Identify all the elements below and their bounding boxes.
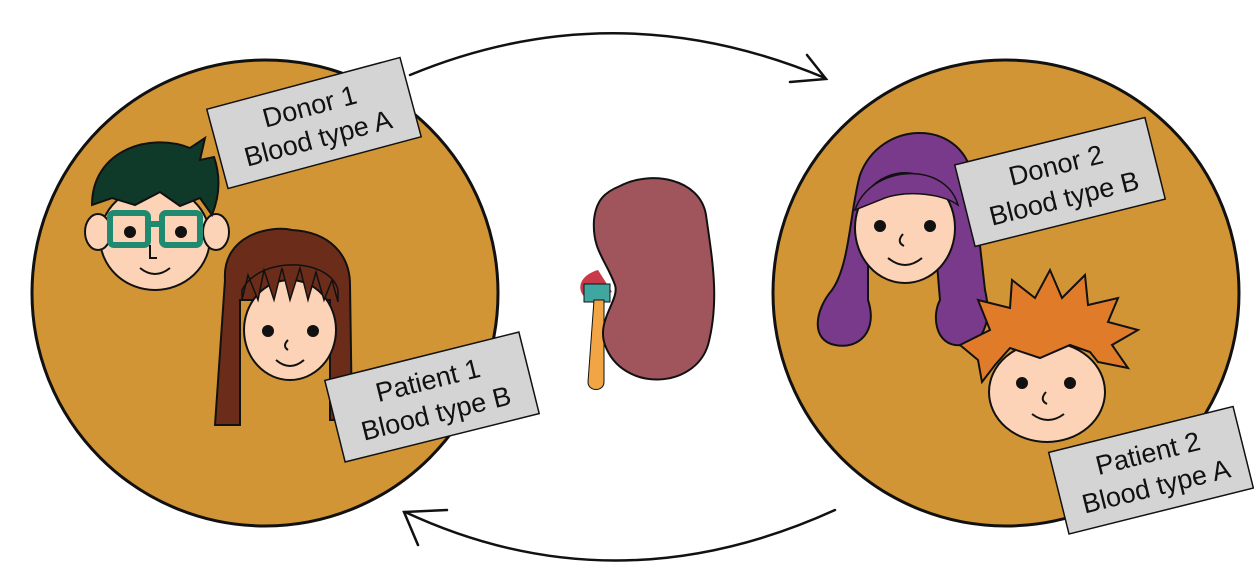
kidney-icon [580,178,714,389]
exchange-arrow-top [410,33,826,82]
exchange-arrow-bottom [404,510,835,561]
arrow-right-icon [790,55,826,82]
